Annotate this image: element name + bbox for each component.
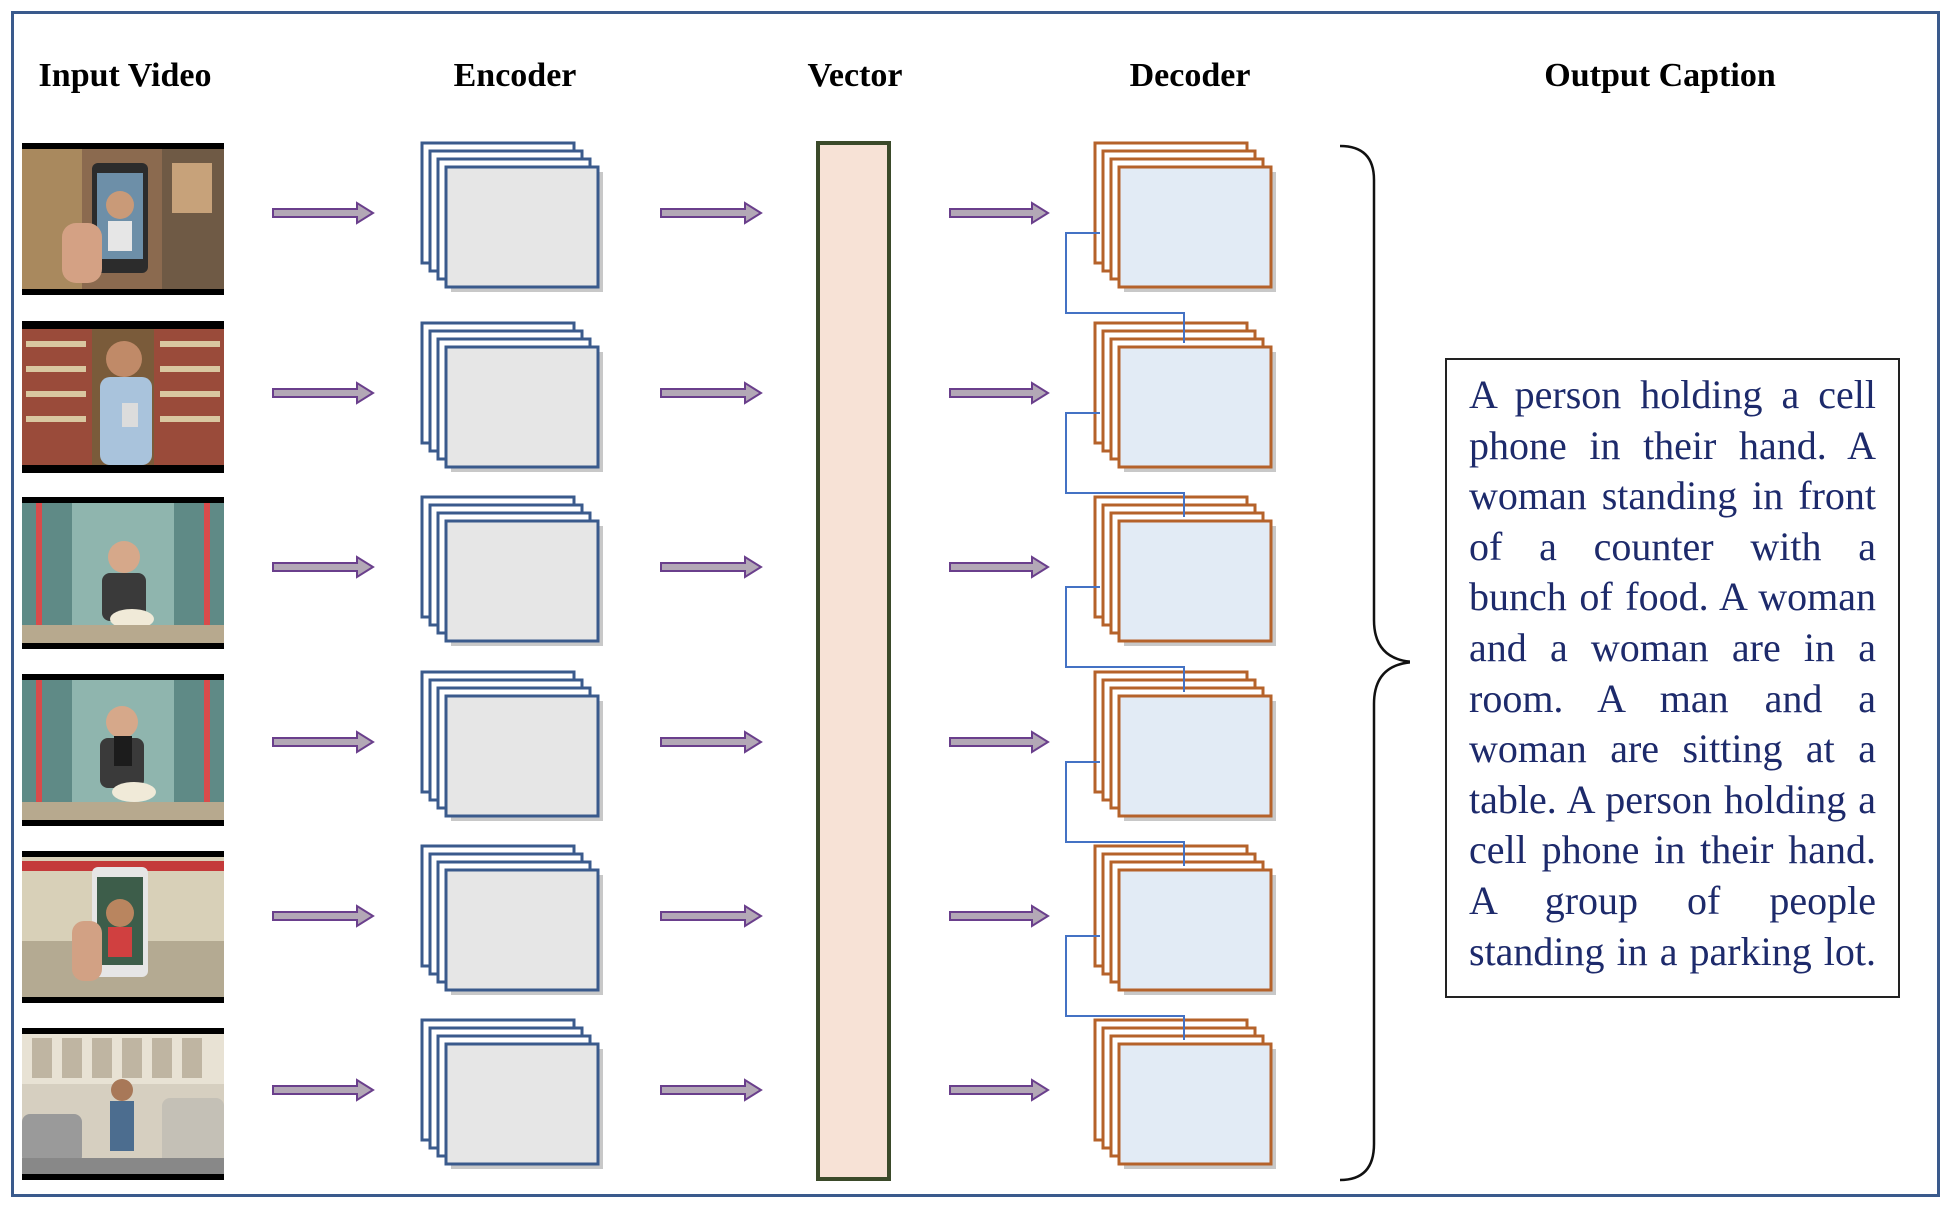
arrow-encoder-to-vector — [660, 730, 763, 754]
arrow-video-to-encoder — [272, 381, 375, 405]
decoder-block — [1093, 844, 1276, 995]
header-decoder: Decoder — [1129, 57, 1251, 94]
arrow-video-to-encoder — [272, 555, 375, 579]
diagram-frame — [11, 11, 1940, 1197]
caption-line: room. A man and a — [1469, 675, 1876, 721]
caption-line: cell phone in their hand. — [1469, 827, 1876, 873]
encoder-block — [420, 495, 603, 646]
caption-box: A person holding a cell phone in their ha… — [1445, 358, 1900, 998]
caption-line: of a counter with a — [1469, 523, 1876, 569]
brace-icon — [1339, 144, 1410, 1182]
decoder-block — [1093, 670, 1276, 821]
vector-bar — [816, 141, 891, 1181]
decoder-connector — [1065, 761, 1185, 866]
caption-line: and a woman are in a — [1469, 624, 1876, 670]
arrow-vector-to-decoder — [949, 904, 1050, 928]
caption-line: table. A person holding a — [1469, 776, 1876, 822]
video-frame-3 — [22, 497, 224, 649]
caption-line: A person holding a cell — [1469, 372, 1876, 417]
header-vector: Vector — [807, 57, 903, 94]
header-input-video: Input Video — [38, 57, 212, 94]
header-output-caption: Output Caption — [1544, 57, 1776, 94]
arrow-encoder-to-vector — [660, 201, 763, 225]
decoder-block — [1093, 1018, 1276, 1169]
decoder-connector — [1065, 232, 1185, 343]
arrow-vector-to-decoder — [949, 1078, 1050, 1102]
video-frame-5 — [22, 851, 224, 1003]
encoder-block — [420, 321, 603, 472]
caption-line: standing in a parking lot. — [1469, 928, 1876, 974]
arrow-video-to-encoder — [272, 201, 375, 225]
caption-line: woman are sitting at a — [1469, 726, 1876, 772]
decoder-connector — [1065, 412, 1185, 517]
arrow-encoder-to-vector — [660, 1078, 763, 1102]
video-frame-4 — [22, 674, 224, 826]
video-frame-1 — [22, 143, 224, 295]
decoder-block — [1093, 141, 1276, 292]
arrow-video-to-encoder — [272, 1078, 375, 1102]
video-frame-2 — [22, 321, 224, 473]
video-frame-6 — [22, 1028, 224, 1180]
caption-line: phone in their hand. A — [1469, 422, 1876, 468]
caption-text: A person holding a cell phone in their ha… — [1469, 370, 1876, 977]
arrow-video-to-encoder — [272, 904, 375, 928]
arrow-vector-to-decoder — [949, 555, 1050, 579]
arrow-encoder-to-vector — [660, 381, 763, 405]
decoder-block — [1093, 321, 1276, 472]
arrow-encoder-to-vector — [660, 555, 763, 579]
encoder-block — [420, 844, 603, 995]
decoder-connector — [1065, 586, 1185, 692]
arrow-vector-to-decoder — [949, 381, 1050, 405]
caption-line: A group of people — [1469, 877, 1876, 923]
arrow-vector-to-decoder — [949, 201, 1050, 225]
encoder-block — [420, 1018, 603, 1169]
arrow-encoder-to-vector — [660, 904, 763, 928]
decoder-connector — [1065, 935, 1185, 1040]
caption-line: bunch of food. A woman — [1469, 574, 1876, 620]
encoder-block — [420, 670, 603, 821]
header-encoder: Encoder — [453, 57, 577, 94]
arrow-video-to-encoder — [272, 730, 375, 754]
encoder-block — [420, 141, 603, 292]
caption-line: woman standing in front — [1469, 473, 1876, 519]
decoder-block — [1093, 495, 1276, 646]
arrow-vector-to-decoder — [949, 730, 1050, 754]
